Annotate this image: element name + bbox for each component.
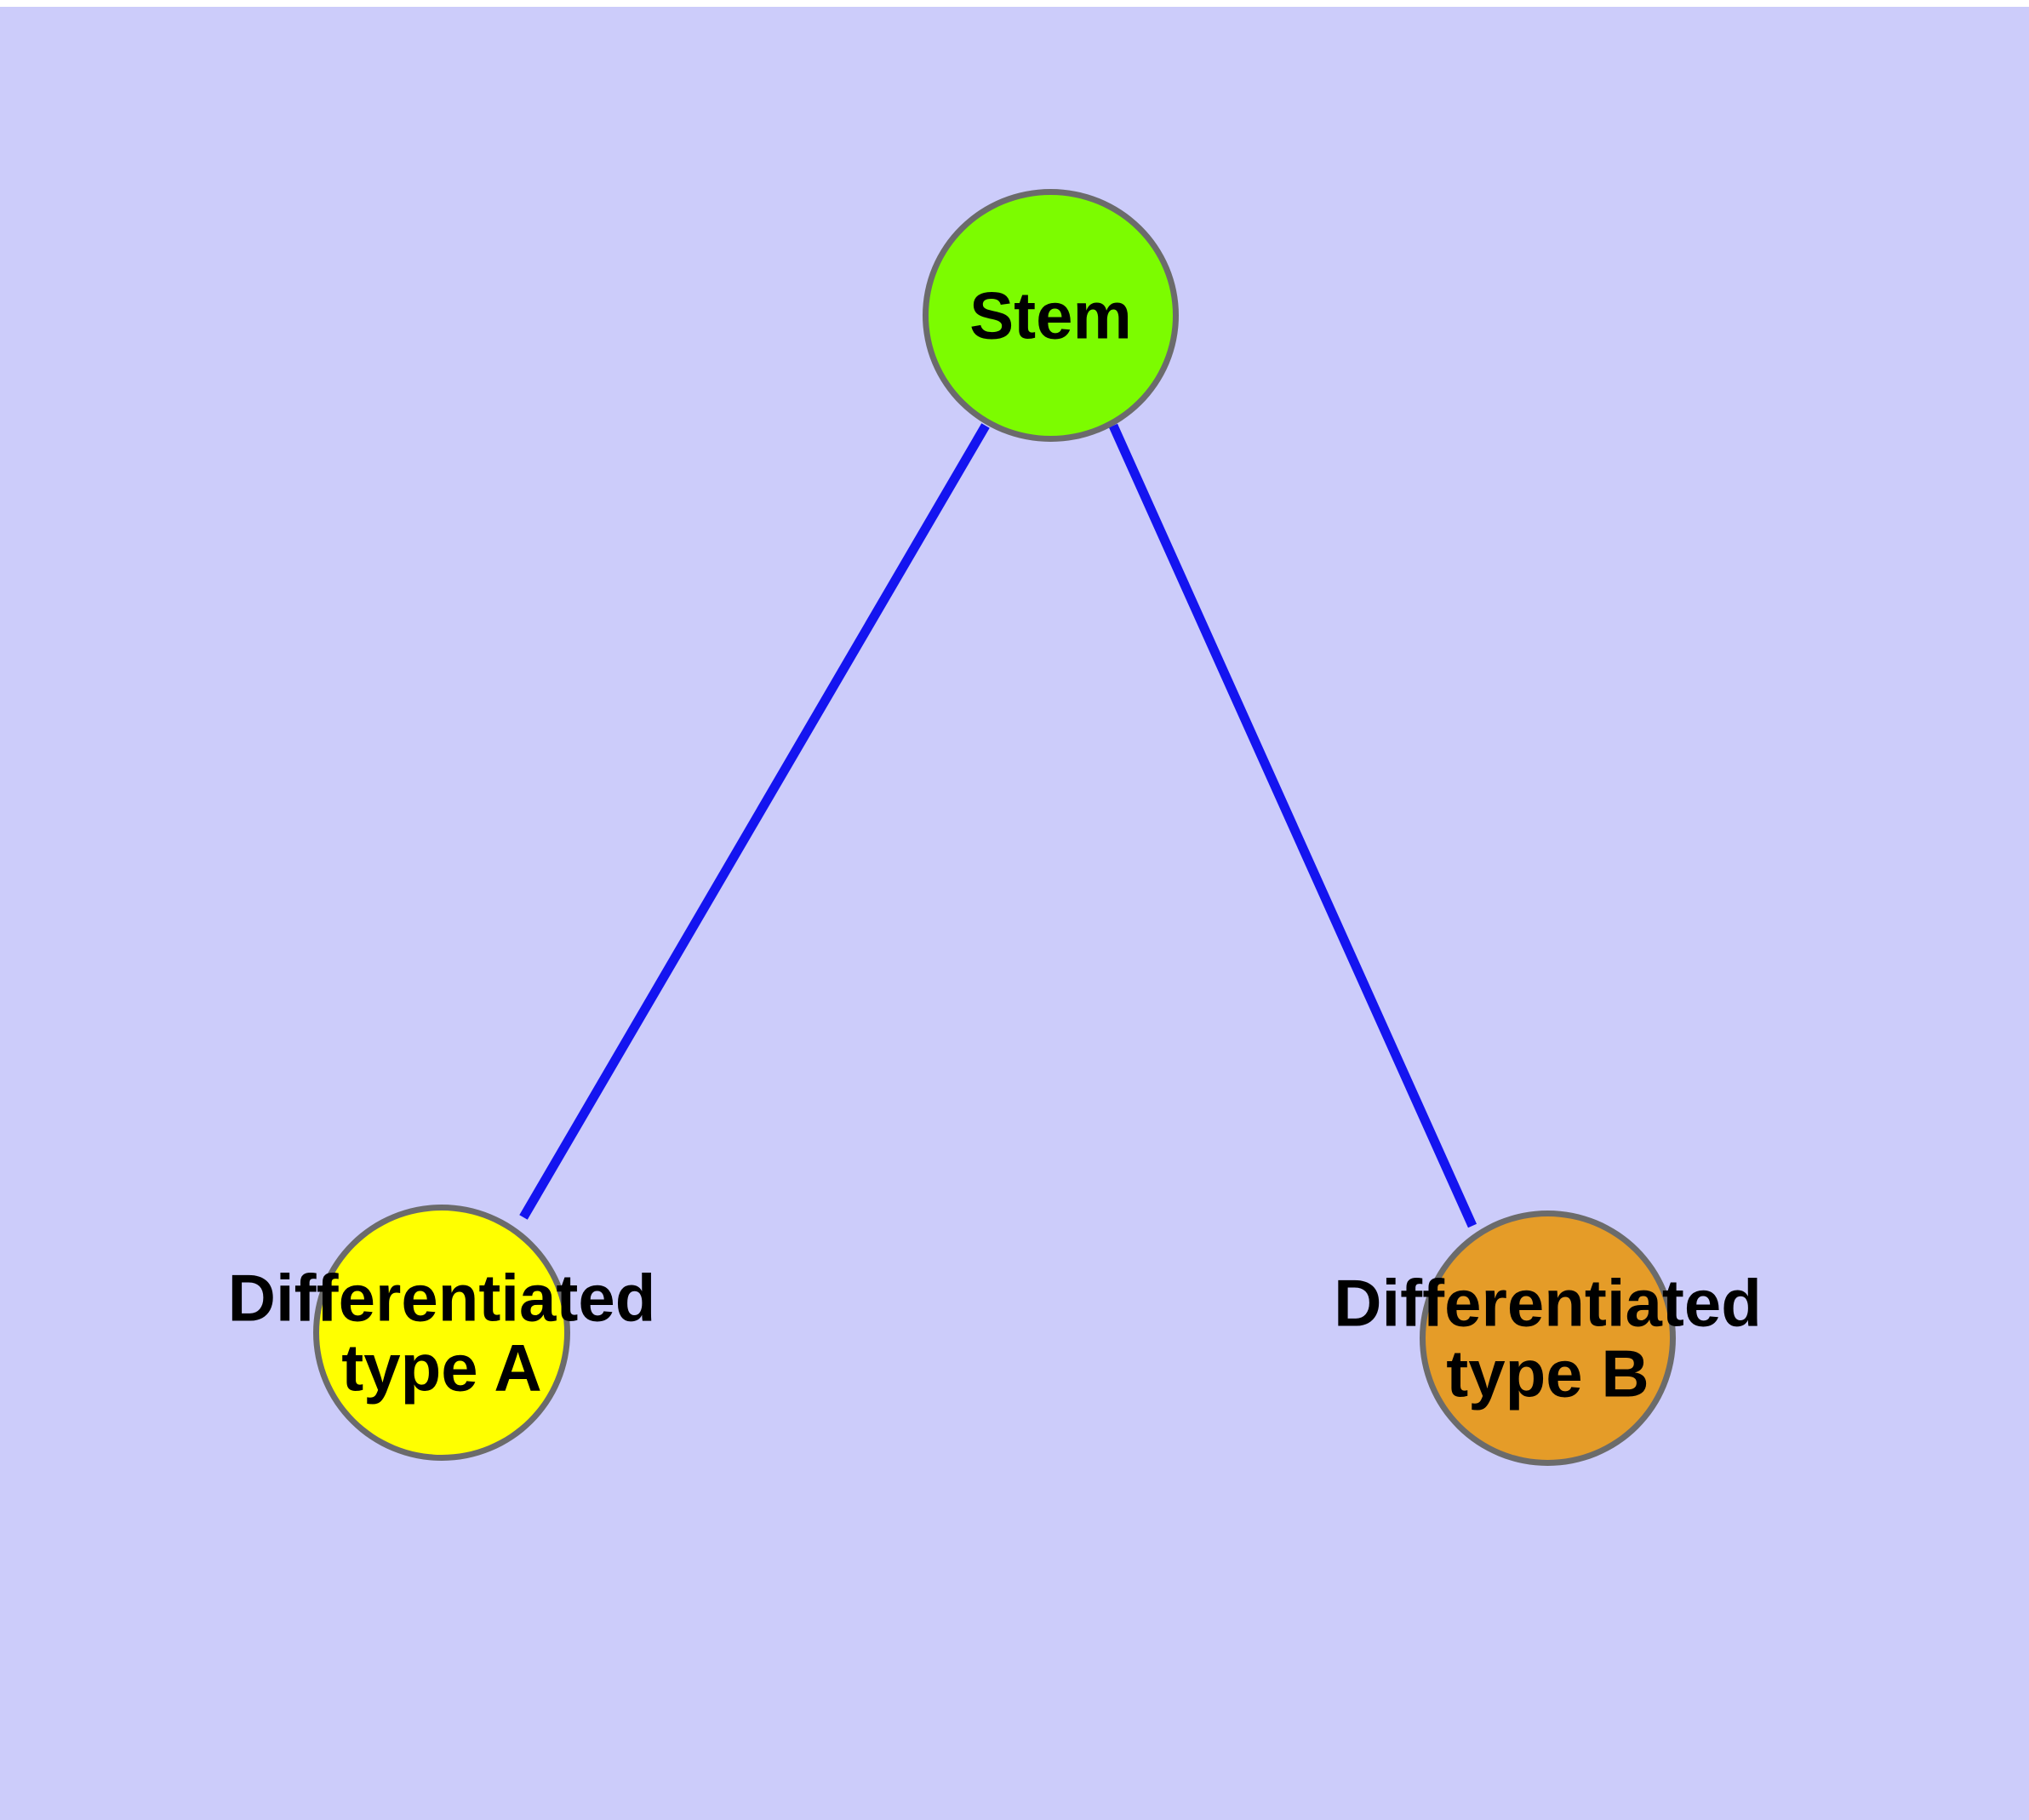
- node-differentiated-type-a[interactable]: Differentiated type A: [228, 1205, 655, 1461]
- edge-stem-to-differentiated-type-b: [1108, 423, 1477, 1228]
- edge-stem-to-differentiated-type-a: [519, 423, 990, 1220]
- node-label-stem: Stem: [969, 280, 1132, 351]
- node-stem[interactable]: Stem: [923, 189, 1179, 442]
- node-label-line: Stem: [969, 278, 1132, 353]
- node-differentiated-type-b[interactable]: Differentiated type B: [1334, 1210, 1762, 1466]
